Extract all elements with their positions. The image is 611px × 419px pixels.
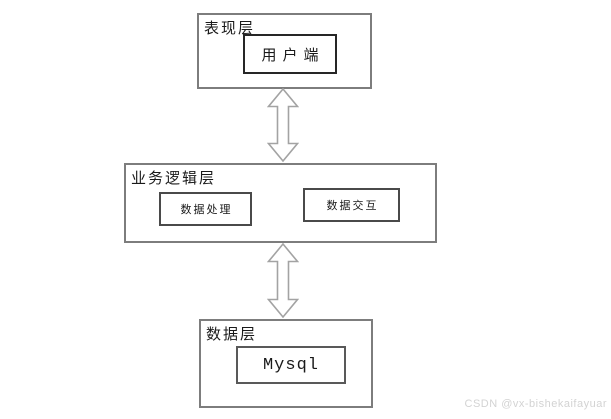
double-arrow-icon — [267, 88, 299, 162]
layer-box-data: 数据层 Mysql — [199, 319, 373, 408]
node-data-interaction-label: 数据交互 — [326, 199, 379, 212]
layer-box-business-logic: 业务逻辑层 数据处理 数据交互 — [124, 163, 437, 243]
node-client-label: 用户端 — [261, 45, 325, 64]
node-mysql-label: Mysql — [262, 355, 319, 375]
layer-label-business-logic: 业务逻辑层 — [131, 169, 217, 187]
watermark: CSDN @vx-bishekaifayuar — [464, 398, 607, 410]
layer-box-presentation: 表现层 用户端 — [197, 13, 372, 89]
double-arrow-icon — [267, 243, 299, 318]
layer-label-data: 数据层 — [206, 325, 258, 343]
node-mysql: Mysql — [236, 346, 346, 384]
node-data-processing-label: 数据处理 — [180, 203, 233, 216]
layer-label-presentation: 表现层 — [204, 19, 256, 37]
node-data-processing: 数据处理 — [159, 192, 252, 226]
node-data-interaction: 数据交互 — [303, 188, 400, 222]
node-client: 用户端 — [243, 34, 337, 74]
